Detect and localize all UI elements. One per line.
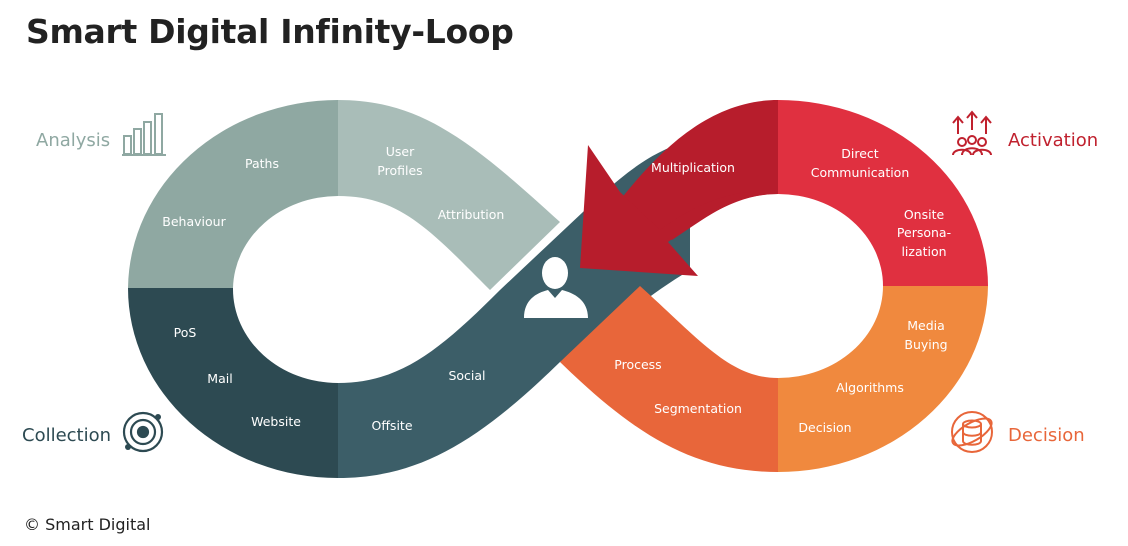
label-behaviour: Behaviour	[162, 214, 226, 229]
label-paths: Paths	[245, 156, 279, 171]
segment-profiles-attribution	[338, 100, 560, 290]
label-offsite: Offsite	[371, 418, 412, 433]
label-onsite-2: Persona-	[897, 225, 951, 240]
label-algorithms: Algorithms	[836, 380, 904, 395]
segment-media-algorithms-decision	[778, 286, 988, 472]
label-media-1: Media	[907, 318, 945, 333]
activation-arrow	[580, 145, 778, 276]
phase-activation-label: Activation	[1008, 130, 1098, 151]
phase-collection-label: Collection	[22, 425, 111, 446]
segment-direct-onsite	[778, 100, 988, 286]
user-avatar-icon	[524, 257, 588, 318]
segment-process-segmentation	[560, 286, 778, 472]
people-arrows-icon	[952, 110, 992, 156]
label-user-profiles-2: Profiles	[377, 163, 422, 178]
phase-analysis-label: Analysis	[36, 130, 110, 151]
page-title: Smart Digital Infinity-Loop	[26, 12, 514, 51]
label-mail: Mail	[207, 371, 232, 386]
database-orbit-icon	[951, 411, 993, 453]
label-website: Website	[251, 414, 301, 429]
segment-paths-behaviour	[128, 99, 338, 288]
label-attribution: Attribution	[438, 207, 505, 222]
label-onsite-3: lization	[901, 244, 946, 259]
label-direct-communication-2: Communication	[811, 165, 910, 180]
label-social: Social	[448, 368, 485, 383]
label-pos: PoS	[174, 325, 197, 340]
label-decision-segment: Decision	[798, 420, 851, 435]
copyright-text: © Smart Digital	[24, 515, 151, 534]
segment-multiplication	[620, 100, 778, 240]
label-multiplication: Multiplication	[651, 160, 735, 175]
label-media-2: Buying	[904, 337, 947, 352]
bar-chart-icon	[122, 113, 166, 156]
orbit-target-icon	[122, 411, 164, 453]
segment-pos-mail-website	[128, 288, 338, 478]
label-user-profiles-1: User	[386, 144, 415, 159]
label-direct-communication-1: Direct	[841, 146, 879, 161]
phase-decision-label: Decision	[1008, 425, 1085, 446]
label-onsite-1: Onsite	[904, 207, 945, 222]
label-segmentation: Segmentation	[654, 401, 742, 416]
label-process: Process	[614, 357, 661, 372]
